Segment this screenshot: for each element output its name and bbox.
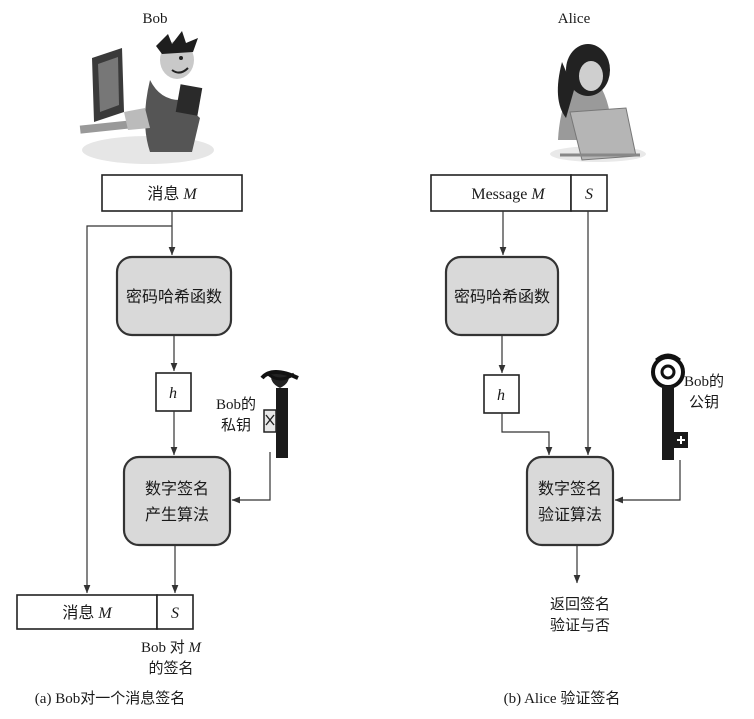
alice-name-label: Alice xyxy=(558,11,591,27)
sign-generation-label-line1: 数字签名 xyxy=(145,480,209,498)
result-label-line1: 返回签名 xyxy=(550,596,610,613)
verify-algorithm-label-line2: 验证算法 xyxy=(538,505,602,524)
arrow-message-to-output xyxy=(83,225,172,594)
signature-caption-line2: 的签名 xyxy=(148,660,193,677)
hash-function-label: 密码哈希函数 xyxy=(126,288,222,306)
private-key-icon xyxy=(260,370,299,458)
bob-person-icon xyxy=(79,31,214,164)
hash-value-label: h xyxy=(169,385,177,402)
arrow-key-to-sign xyxy=(231,452,271,504)
arrow-key-to-verify xyxy=(614,460,681,504)
sign-generation-label-line2: 产生算法 xyxy=(145,505,209,524)
signature-label: S xyxy=(171,605,179,622)
output-message-label: 消息 M xyxy=(62,604,113,622)
received-message-box xyxy=(430,174,572,212)
verify-algorithm-label-line1: 数字签名 xyxy=(538,480,602,498)
public-key-label-line2: 公钥 xyxy=(689,394,719,411)
result-label-line2: 验证与否 xyxy=(550,617,610,634)
caption-a: (a) Bob对一个消息签名 xyxy=(35,690,185,707)
message-box xyxy=(101,174,243,212)
public-key-icon xyxy=(651,353,688,460)
alice-person-icon xyxy=(550,44,646,162)
verify-algorithm-box xyxy=(525,455,615,547)
verify-hash-function-label: 密码哈希函数 xyxy=(454,288,550,306)
sign-generation-box xyxy=(122,455,232,547)
arrow-h-to-verify xyxy=(501,413,553,456)
verify-hash-value-box xyxy=(483,374,520,414)
private-key-label-line1: Bob的 xyxy=(216,396,256,413)
hash-value-box xyxy=(155,372,192,412)
signature-box xyxy=(156,594,194,630)
received-signature-label: S xyxy=(585,186,593,203)
caption-b: (b) Alice 验证签名 xyxy=(504,690,621,707)
received-signature-box xyxy=(570,174,608,212)
private-key-label-line2: 私钥 xyxy=(221,417,251,434)
public-key-label-line1: Bob的 xyxy=(684,373,724,390)
output-message-box xyxy=(16,594,158,630)
message-box-label: 消息 M xyxy=(147,185,198,203)
received-message-label: Message M xyxy=(471,186,546,203)
bob-name-label: Bob xyxy=(142,11,167,27)
signature-caption-line1: Bob 对 M xyxy=(141,639,203,656)
verify-hash-value-label: h xyxy=(497,387,505,404)
